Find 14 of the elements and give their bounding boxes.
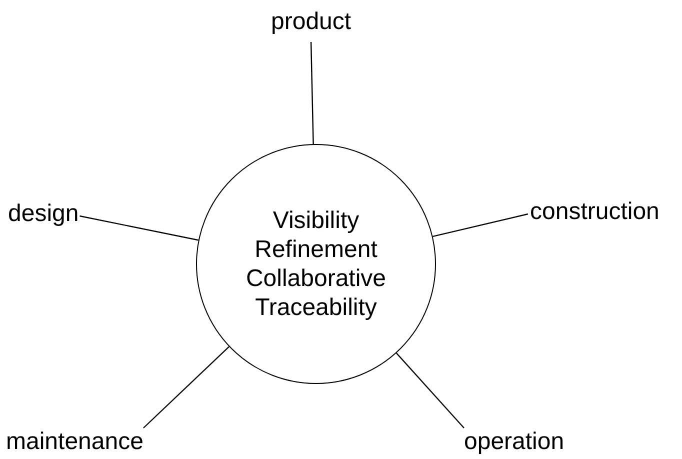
concept-text: Refinement [254, 235, 378, 264]
stage-label: product [271, 8, 352, 36]
concept-text: Visibility [272, 206, 360, 235]
stage-label: design [8, 200, 79, 228]
connector-line [396, 352, 464, 428]
concept-text: Traceability [255, 293, 377, 322]
stage-label: construction [530, 198, 660, 226]
concept-text: Collaborative [246, 264, 386, 293]
connector-line [143, 346, 230, 428]
connector-line [432, 213, 528, 238]
stage-label: maintenance [6, 428, 144, 456]
stage-label: operation [464, 428, 564, 456]
connector-line [80, 215, 199, 241]
connector-line [310, 42, 314, 144]
